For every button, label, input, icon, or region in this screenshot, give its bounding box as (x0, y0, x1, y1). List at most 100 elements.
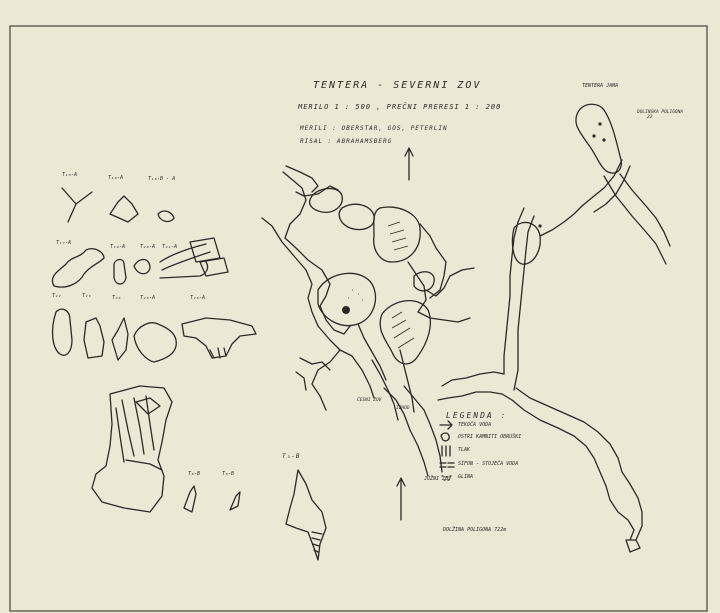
profile-label-t23: T₂₃ (82, 293, 92, 299)
cave-passage-northwest (282, 171, 351, 335)
east-branch-top-b (417, 311, 471, 323)
profile-t8b (229, 491, 241, 511)
profile-label-t24: T₂₄ (112, 295, 122, 301)
north-arrow-top (404, 147, 414, 181)
profile-t21a (159, 243, 211, 279)
legend-title: LEGENDA : (446, 411, 508, 420)
map-scale: MERILO 1 : 500 , PREČNI PRERESI 1 : 200 (298, 103, 502, 111)
doline-label-code: 22 (647, 115, 653, 120)
profile-t26a-floor (209, 347, 227, 359)
profile-t26a (181, 317, 257, 359)
entrance-east (603, 175, 667, 265)
legend-symbol-clay (441, 475, 452, 481)
profile-t22 (51, 308, 73, 356)
east-side-spur (539, 205, 583, 237)
profile-t17a (51, 248, 105, 288)
east-end-sump (625, 539, 641, 553)
boulder-symbol-5 (602, 138, 606, 142)
profile-label-t25a: T₂₅-A (140, 295, 156, 301)
profile-label-t8b: T₈-B (222, 471, 235, 477)
boulder-symbol-4 (592, 134, 596, 138)
central-south-1 (371, 359, 399, 421)
legend-symbol-sump (439, 462, 455, 468)
profile-t23 (83, 317, 105, 359)
exit-label: IZHOD (396, 406, 410, 411)
loop-chamber (413, 271, 435, 292)
entrance-link (581, 159, 623, 207)
central-south-2 (399, 349, 415, 413)
upper-chamber-2 (338, 203, 375, 231)
profile-shaft (285, 469, 327, 561)
west-branch-label: ČESNI ZOV (357, 398, 382, 403)
profile-t20a (133, 258, 151, 275)
south-branch-label: JUŽNI ZOV (424, 476, 452, 482)
east-passage-end-b (621, 471, 643, 541)
breakdown-hatch-1 (387, 221, 409, 251)
profile-label-t20a: T₂₀-A (140, 244, 156, 250)
central-connector (357, 323, 387, 381)
cave-passage-northwest-b (261, 217, 341, 351)
profile-label-t26a: T₂₆-A (190, 295, 206, 301)
passage-east-link (419, 223, 447, 299)
rock-chamber (373, 206, 421, 263)
legend-item-clay: GLINA (458, 474, 474, 480)
profile-t24 (111, 317, 129, 361)
entrance-shaft (575, 103, 622, 174)
south-trunk-east (403, 385, 443, 473)
entrance-label: TENTERA JAMA (582, 83, 619, 89)
profile-t21a-blocks (189, 237, 229, 277)
profile-label-t16b: T₁₆-B - A (148, 176, 176, 182)
south-east-wall (441, 371, 505, 387)
upper-chamber-1 (308, 187, 343, 213)
west-branch-2 (299, 357, 331, 371)
profile-t15a (61, 187, 93, 223)
central-chamber (317, 272, 377, 327)
east-passage-end (605, 485, 635, 541)
profile-t19a (113, 258, 127, 285)
legend-item-sump: SIFON - STOJEČA VODA (458, 461, 519, 467)
south-trunk-west (383, 387, 429, 477)
map-drawn-by: RISAL : ABRAHAMSBERG (300, 138, 393, 145)
boulder-symbol-1 (342, 306, 350, 314)
profile-large-chamber (91, 385, 173, 513)
central-connector-b (339, 349, 375, 399)
legend-symbol-water (439, 420, 453, 430)
boulder-symbol-2 (538, 224, 542, 228)
entrance-link-b (593, 165, 631, 213)
profile-t16b (157, 210, 175, 223)
profile-label-t19a: T₁₉-A (110, 244, 126, 250)
east-branch-top (425, 267, 475, 297)
profile-large-chamber-breakdown (115, 395, 163, 471)
legend-item-pressure: TLAK (458, 447, 471, 453)
profile-label-t6b: T₆-B (188, 471, 201, 477)
legend-item-rocks: OSTRI KAMNITI OBRUŠKI (458, 434, 522, 440)
doline-label-text: DOLINSKA POLIGONA (637, 110, 684, 115)
cave-branch-top-b (295, 185, 339, 197)
profile-label-t16a: T₁₆-A (108, 175, 124, 181)
boulder-symbol-3 (598, 122, 602, 126)
east-passage-bend (511, 399, 607, 487)
profile-label-t15a: T₁₅-A (62, 172, 78, 178)
entrance-east-b (619, 173, 671, 247)
profile-label-t17a: T₁₇-A (56, 240, 72, 246)
legend-symbol-bars (441, 445, 451, 457)
clay-dots-1 (348, 289, 363, 301)
cave-branch-top (285, 165, 319, 193)
profile-large-block (135, 397, 161, 415)
west-branch-3 (295, 371, 307, 391)
profile-label-t21a: T₂₁-A (162, 244, 178, 250)
polygon-length: DOLŽINA POLIGONA 722m (443, 527, 507, 533)
east-passage-north (503, 207, 525, 375)
profile-t25a (133, 322, 177, 363)
west-branch-1 (311, 349, 341, 411)
north-arrow-bottom (396, 477, 406, 521)
east-passage-bend-b (515, 387, 623, 473)
profile-t5b (183, 485, 197, 513)
map-title: TENTERA - SEVERNI ZOV (313, 80, 482, 91)
profile-label-t5b: T₅-B (282, 453, 301, 460)
profile-shaft-hatch (311, 531, 323, 553)
breakdown-hatch-2 (391, 311, 415, 349)
legend-symbol-rocks (440, 432, 450, 442)
